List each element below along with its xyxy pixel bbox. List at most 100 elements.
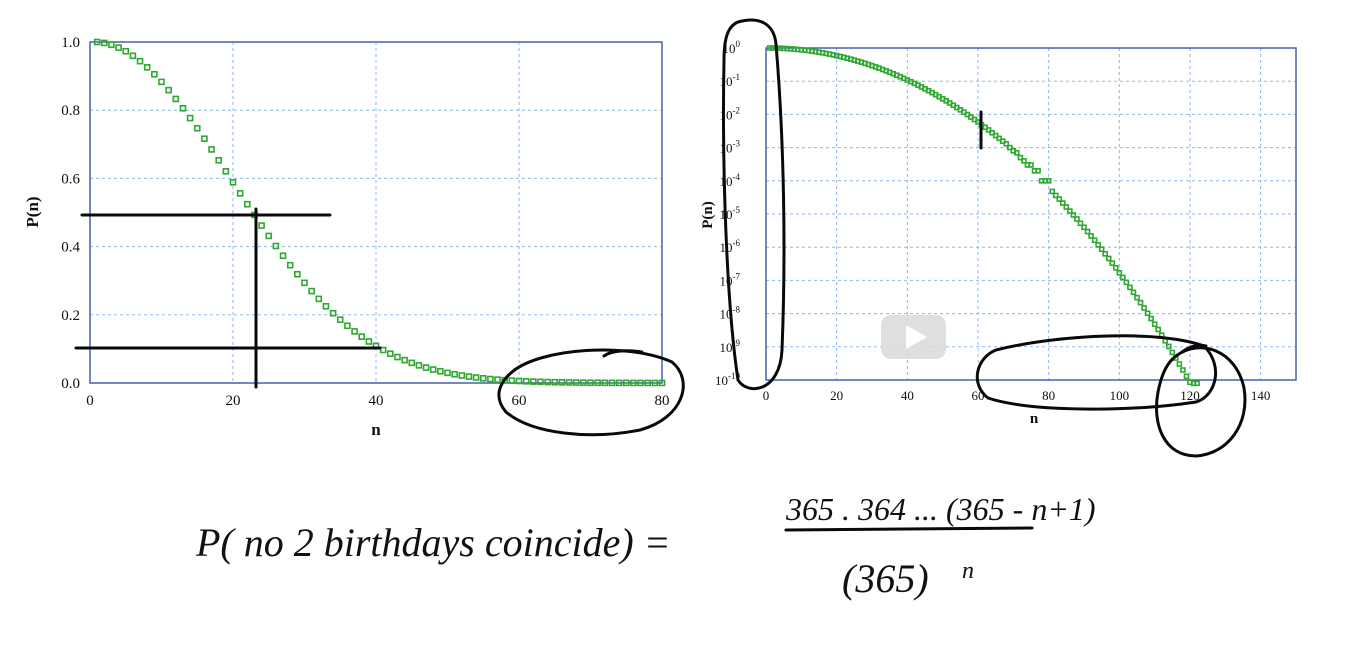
left-data-point xyxy=(558,379,566,386)
right-xtick-label: 140 xyxy=(1251,388,1271,403)
left-data-point xyxy=(529,378,537,385)
left-data-point xyxy=(236,190,244,197)
left-ytick-label: 0.8 xyxy=(61,103,80,119)
left-data-point xyxy=(344,322,351,330)
left-xtick-label: 20 xyxy=(226,393,241,409)
left-ytick-label: 0.6 xyxy=(61,171,80,187)
ink-circle-n120 xyxy=(1155,346,1247,458)
left-data-point xyxy=(508,377,516,384)
right-xtick-label: 80 xyxy=(1042,388,1055,403)
right-data-point xyxy=(1014,149,1020,156)
right-data-point xyxy=(1120,274,1126,281)
ink-circle-xrange xyxy=(975,334,1217,411)
right-plot-frame xyxy=(765,47,1297,381)
left-data-point xyxy=(587,379,594,387)
left-data-point xyxy=(329,309,337,317)
left-data-point xyxy=(594,379,601,387)
left-data-point xyxy=(429,366,437,373)
left-data-points xyxy=(93,38,666,387)
ink-annotations xyxy=(74,18,1247,458)
right-data-point xyxy=(1003,141,1010,147)
right-data-point xyxy=(1144,310,1151,317)
right-xtick-label: 20 xyxy=(830,388,843,403)
left-data-point xyxy=(415,362,423,369)
left-gridlines xyxy=(90,42,662,383)
right-data-point xyxy=(1098,246,1105,252)
left-data-point xyxy=(622,379,630,387)
left-data-point xyxy=(258,222,265,229)
left-data-point xyxy=(608,379,616,387)
left-data-point xyxy=(379,346,387,354)
right-data-point xyxy=(1180,367,1186,373)
right-xtick-label: 0 xyxy=(763,388,770,403)
left-xtick-label: 80 xyxy=(655,393,670,409)
left-data-point xyxy=(601,379,609,387)
left-data-point xyxy=(172,95,180,103)
left-data-point xyxy=(465,373,473,380)
left-data-point xyxy=(244,200,251,208)
formula-numerator: 365 . 364 ... (365 - n+1) xyxy=(785,491,1096,527)
right-data-point xyxy=(1049,188,1055,195)
left-data-point xyxy=(422,364,430,371)
left-data-point xyxy=(515,377,523,385)
left-data-point xyxy=(136,57,144,65)
right-data-point xyxy=(1113,264,1119,271)
right-data-point xyxy=(1137,299,1144,306)
video-play-button[interactable] xyxy=(881,315,946,359)
formula-exponent: n xyxy=(962,558,974,584)
left-data-point xyxy=(143,64,151,71)
left-data-point xyxy=(108,41,115,49)
right-data-point xyxy=(1074,216,1080,222)
right-xtick-label: 100 xyxy=(1110,388,1130,403)
left-data-point xyxy=(408,359,416,367)
right-data-point xyxy=(1116,269,1123,276)
left-xtick-label: 60 xyxy=(512,393,527,409)
right-data-point xyxy=(1155,326,1161,333)
left-xtick-label: 40 xyxy=(369,393,384,409)
left-data-point xyxy=(222,167,230,175)
right-data-point xyxy=(1127,284,1133,291)
play-icon[interactable] xyxy=(906,325,927,349)
right-data-point xyxy=(1021,158,1027,164)
right-data-point xyxy=(1077,220,1084,227)
left-data-point xyxy=(522,378,530,385)
right-data-point xyxy=(1134,294,1140,301)
left-data-point xyxy=(580,379,587,386)
left-data-point xyxy=(437,368,444,375)
left-data-point xyxy=(272,242,280,250)
right-data-point xyxy=(1123,279,1130,286)
left-data-point xyxy=(308,287,315,295)
left-data-point xyxy=(487,375,494,383)
left-data-point xyxy=(186,114,194,122)
left-data-point xyxy=(93,38,101,46)
left-data-point xyxy=(458,372,466,379)
left-xlabel: n xyxy=(371,420,381,439)
left-data-point xyxy=(201,135,208,143)
right-ytick-label: 10-9 xyxy=(720,338,741,355)
right-data-point xyxy=(1060,200,1066,206)
right-ylabel: P(n) xyxy=(700,201,716,229)
left-data-point xyxy=(472,374,480,381)
left-data-point xyxy=(479,374,487,382)
right-xtick-label: 40 xyxy=(901,388,914,403)
right-data-point xyxy=(1169,349,1176,356)
left-data-point xyxy=(294,270,301,278)
right-data-point xyxy=(1028,162,1034,168)
right-data-point xyxy=(1056,196,1063,202)
right-data-point xyxy=(1084,228,1091,235)
right-data-point xyxy=(1102,251,1108,257)
left-data-point xyxy=(630,379,637,387)
ink-circle-yaxis xyxy=(722,18,786,391)
left-data-point xyxy=(336,316,344,324)
left-data-point xyxy=(394,353,401,361)
handwritten-formula: P( no 2 birthdays coincide) = 365 . 364 … xyxy=(195,491,1096,601)
right-ytick-label: 10-6 xyxy=(720,238,741,255)
left-data-point xyxy=(494,376,501,383)
left-data-point xyxy=(658,379,666,387)
right-ytick-label: 10-10 xyxy=(715,371,740,388)
left-data-point xyxy=(129,52,137,60)
left-data-point xyxy=(386,350,394,357)
